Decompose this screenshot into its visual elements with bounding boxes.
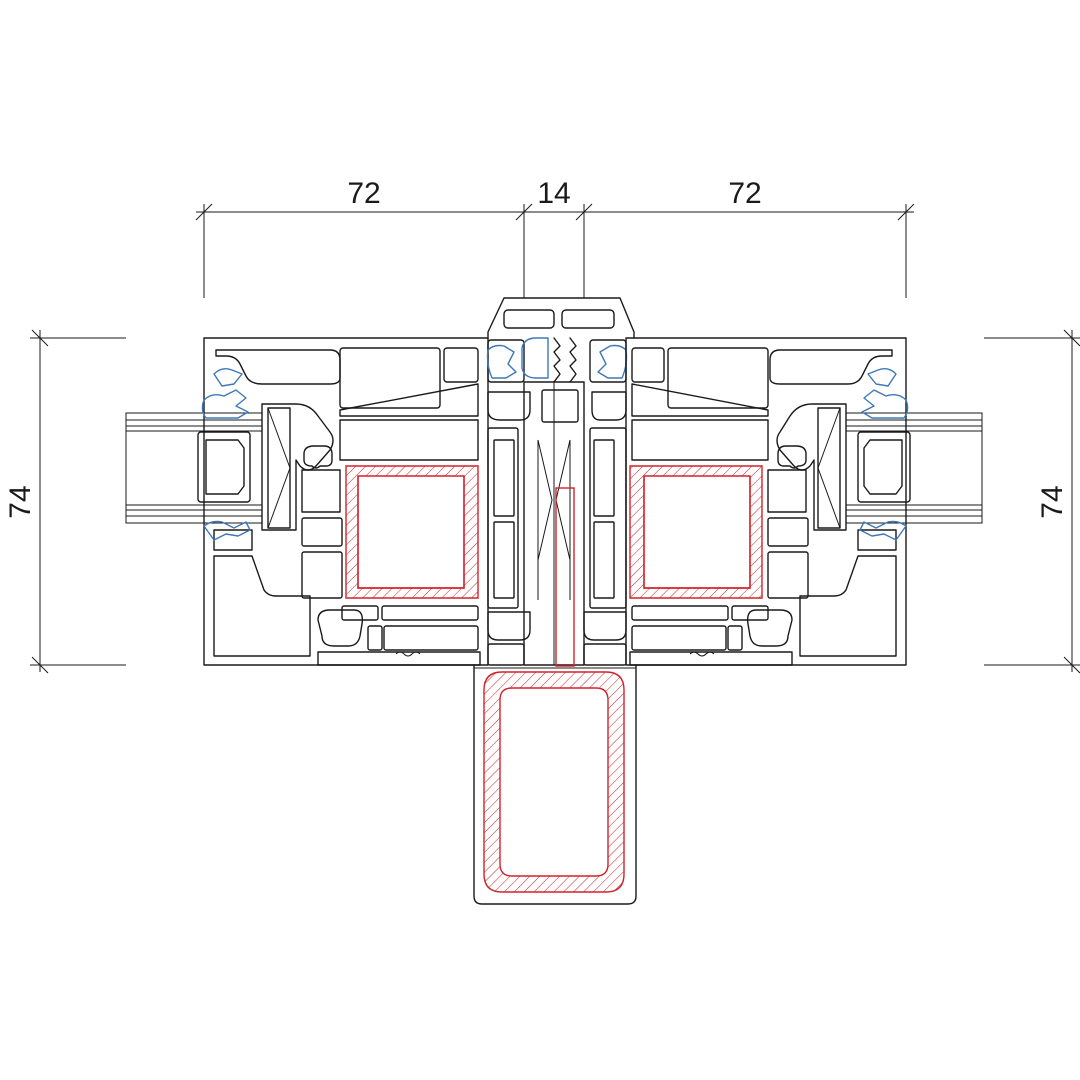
mullion-gaskets bbox=[486, 337, 628, 383]
right-steel-reinforcement bbox=[629, 465, 763, 599]
dim-right-width: 72 bbox=[728, 177, 761, 210]
dimension-lines bbox=[30, 203, 1080, 674]
left-gaskets bbox=[201, 367, 251, 541]
right-sash-profile bbox=[625, 337, 907, 666]
left-steel-reinforcement bbox=[345, 465, 479, 599]
dim-left-width: 72 bbox=[347, 177, 380, 210]
left-glazing-unit bbox=[125, 412, 263, 524]
dim-left-height: 74 bbox=[4, 485, 37, 518]
dim-mullion-width: 14 bbox=[537, 177, 570, 210]
right-gaskets bbox=[859, 367, 909, 541]
mullion-reinforcement-strip bbox=[555, 487, 575, 667]
central-mullion bbox=[487, 297, 635, 666]
left-sash-profile bbox=[203, 337, 489, 666]
dim-right-height: 74 bbox=[1036, 485, 1069, 518]
mullion-steel-tube bbox=[473, 664, 637, 905]
right-glazing-unit bbox=[845, 412, 983, 524]
